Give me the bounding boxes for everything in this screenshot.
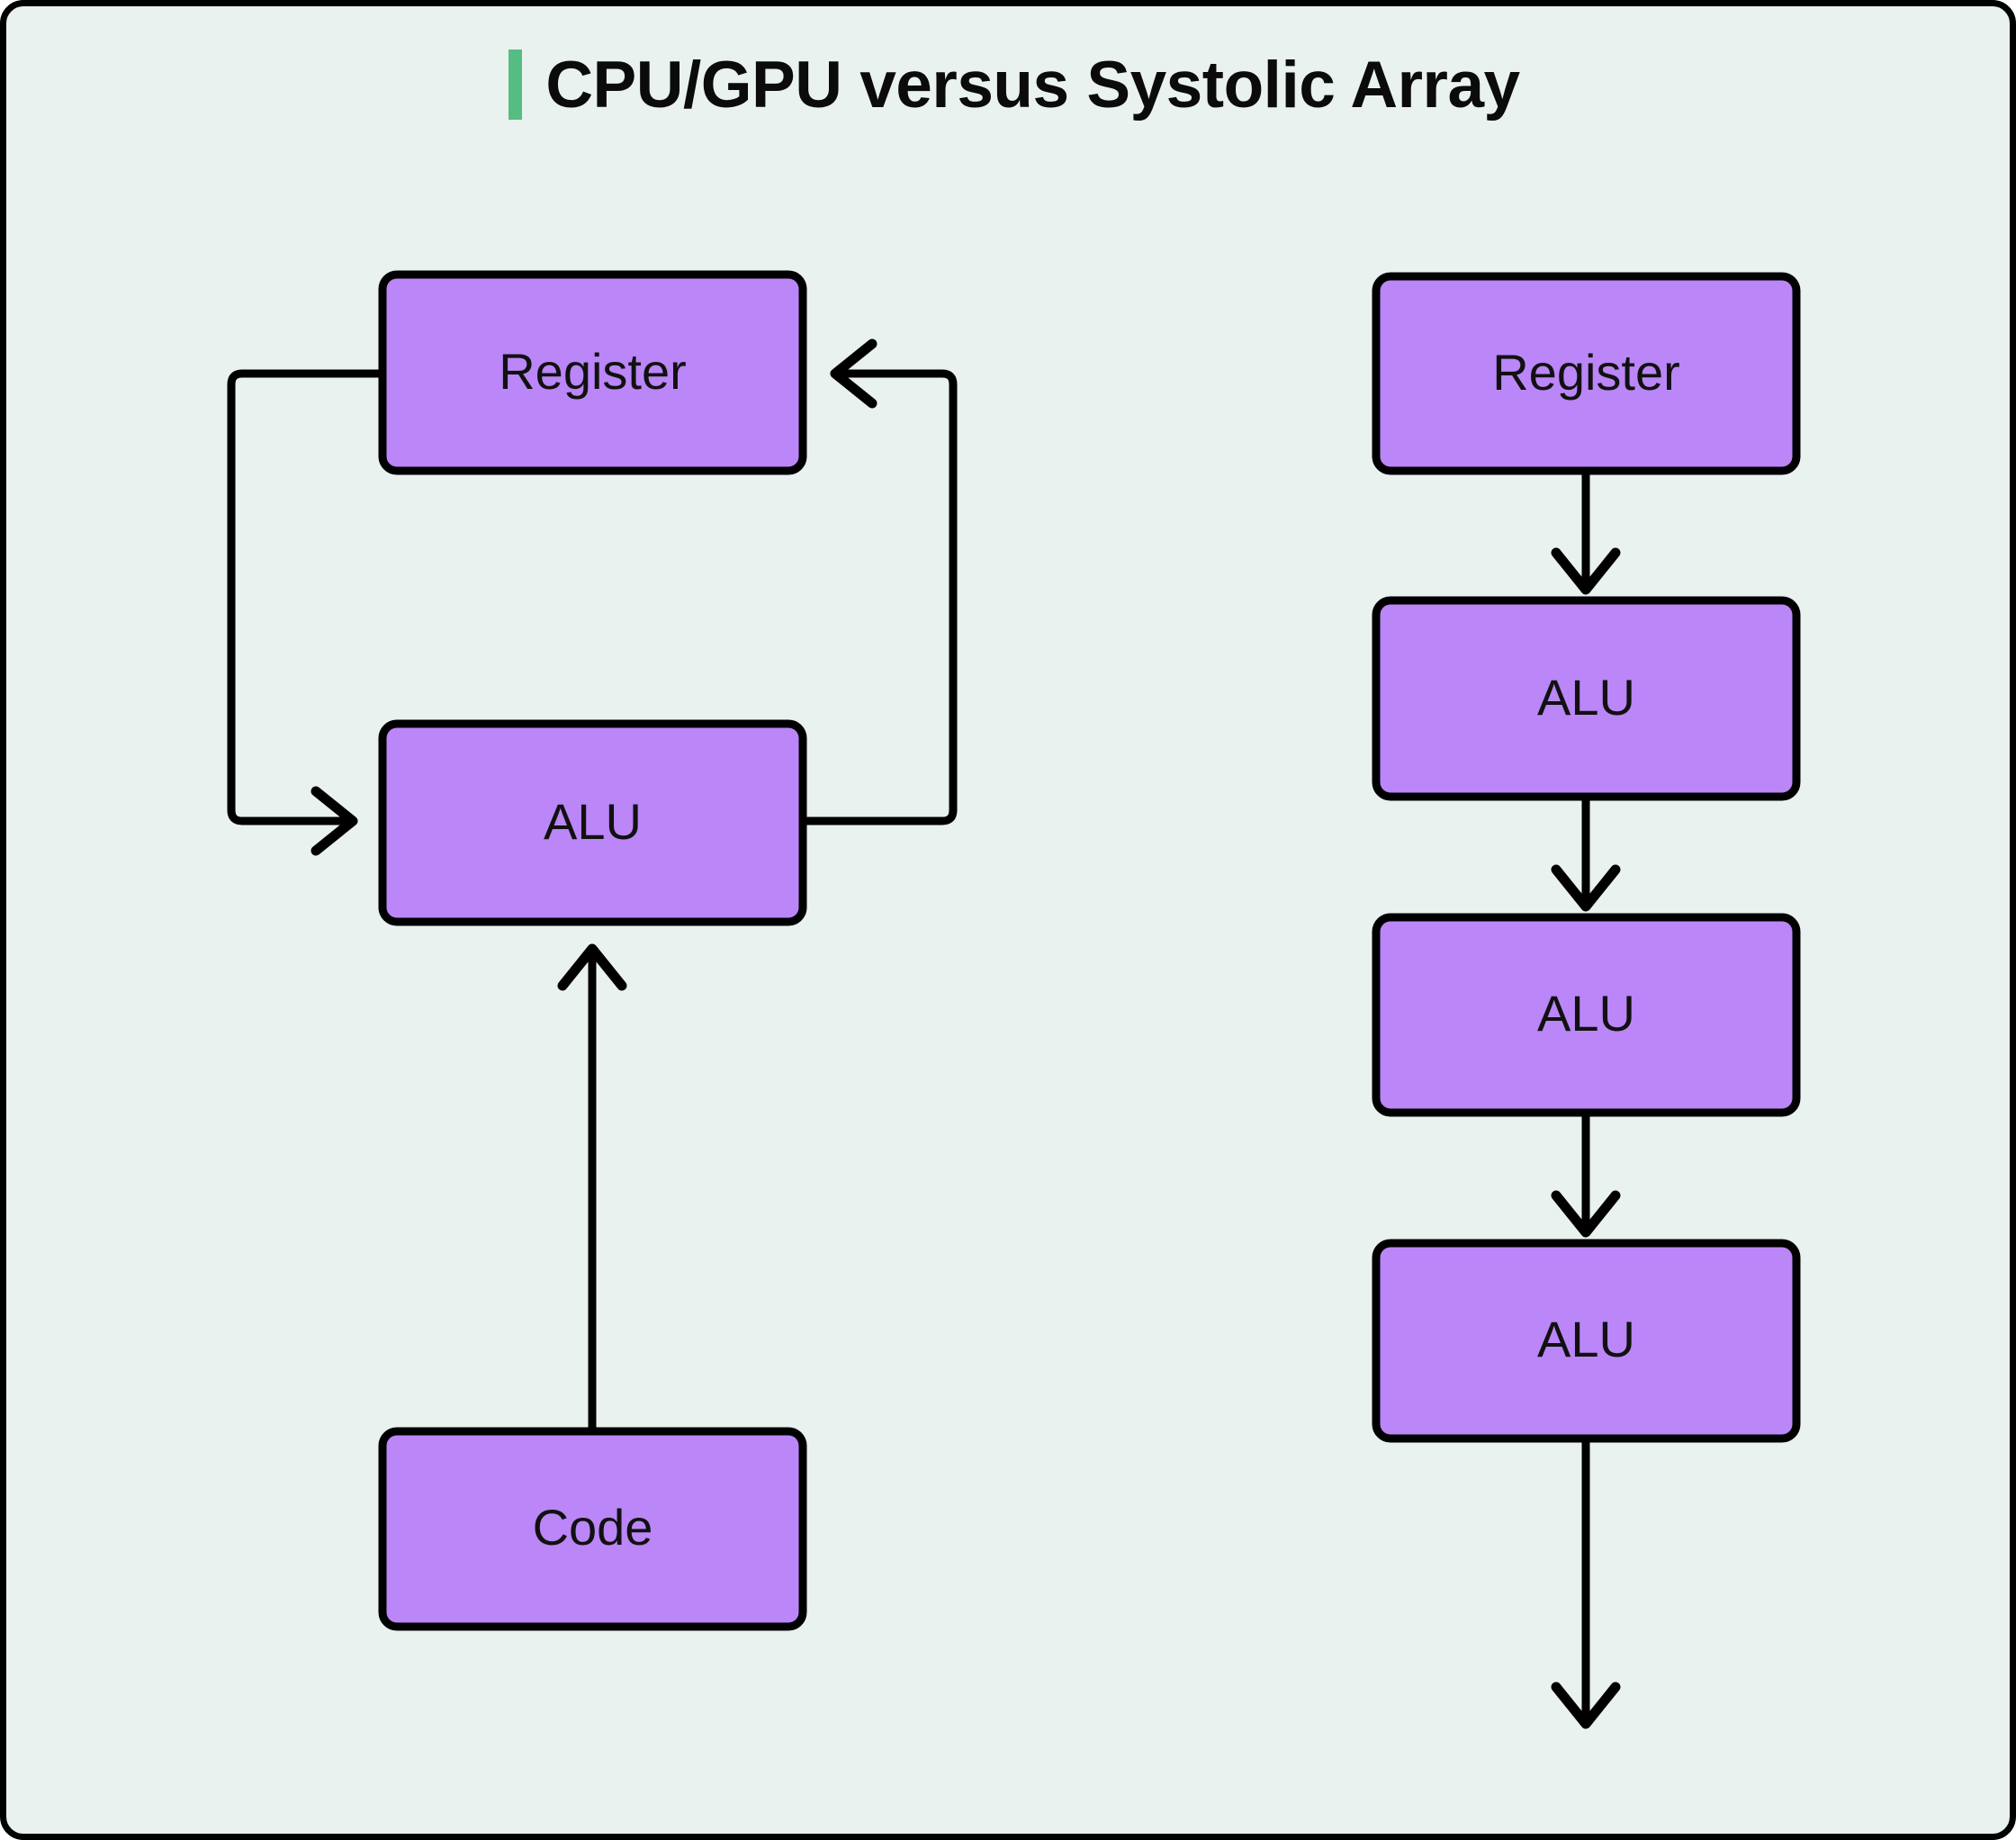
node-left-register[interactable]: Register [378,270,807,475]
node-left-register-box[interactable] [378,270,807,475]
arrowhead-output [1551,1682,1621,1729]
arrowhead-into-alu-left [310,786,358,856]
node-right-alu-1-label: ALU [1537,669,1635,726]
node-right-alu-2[interactable]: ALU [1372,913,1801,1117]
arrowhead-into-register-right [830,338,878,409]
page-title: CPU/GPU versus Systolic Array [545,48,1520,122]
edge-register-to-alu1 [1551,466,1621,595]
node-left-register-label: Register [499,343,687,400]
edge-code-to-alu [557,943,627,1436]
node-left-alu-label: ALU [544,793,642,850]
edge-alu1-to-alu2 [1551,792,1621,912]
edge-register-to-alu-loop [227,369,387,856]
node-left-code-label: Code [533,1499,653,1556]
cpu-gpu-diagram: Register ALU Code [227,270,958,1631]
arrowhead-into-alu2 [1551,864,1621,912]
node-right-alu-2-box[interactable] [1372,913,1801,1117]
node-right-register-box[interactable] [1372,272,1801,475]
systolic-array-diagram: Register ALU ALU ALU [1372,272,1801,1729]
edge-alu3-to-output [1551,1434,1621,1729]
edge-register-to-alu-line [227,369,387,825]
node-right-alu-3-box[interactable] [1372,1239,1801,1443]
arrowhead-into-alu-bottom [557,943,627,991]
diagram-svg: Register ALU Code [227,270,1801,1729]
arrowhead-into-alu3 [1551,1190,1621,1238]
edge-alu-to-register-line [798,369,958,825]
node-left-alu[interactable]: ALU [378,719,807,926]
node-left-code-box[interactable] [378,1427,807,1631]
green-accent-bar [508,50,523,120]
node-right-alu-1[interactable]: ALU [1372,596,1801,801]
arrowhead-into-alu1 [1551,547,1621,595]
node-right-register-label: Register [1492,344,1680,401]
node-right-alu-1-box[interactable] [1372,596,1801,801]
edge-alu2-to-alu3 [1551,1108,1621,1238]
node-left-alu-box[interactable] [378,719,807,926]
node-left-code[interactable]: Code [378,1427,807,1631]
node-right-alu-2-label: ALU [1537,985,1635,1042]
node-right-alu-3[interactable]: ALU [1372,1239,1801,1443]
page-header: CPU/GPU versus Systolic Array [6,48,2010,122]
edge-alu-to-register-loop [798,338,958,825]
node-right-alu-3-label: ALU [1537,1311,1635,1367]
node-right-register[interactable]: Register [1372,272,1801,475]
